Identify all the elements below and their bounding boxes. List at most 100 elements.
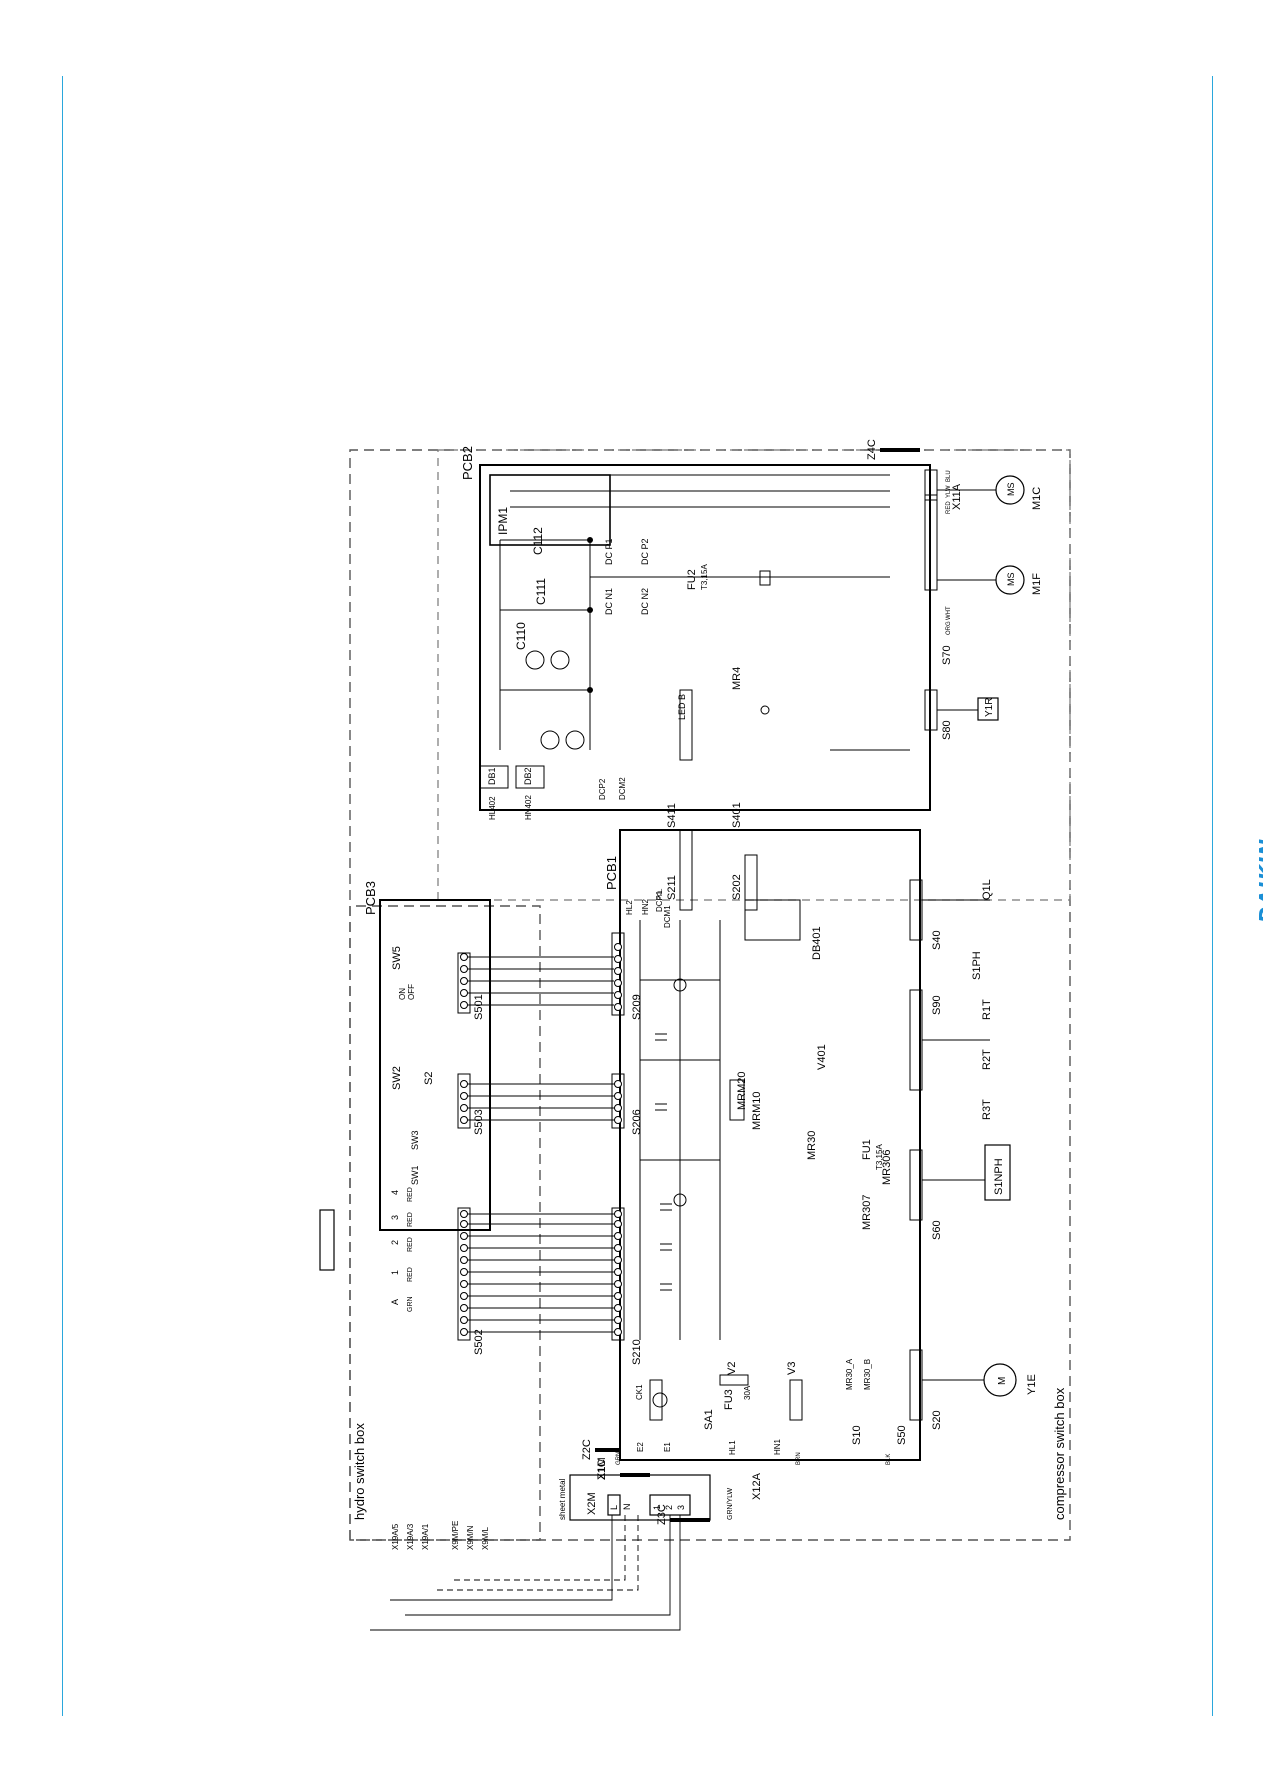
label-s501: S501 xyxy=(473,994,485,1020)
label-wire-blk: BLK xyxy=(886,1454,892,1465)
label-v401: V401 xyxy=(816,1044,828,1070)
label-db401: DB401 xyxy=(811,926,823,960)
label-mr30: MR30 xyxy=(806,1131,818,1160)
label-sw3: SW3 xyxy=(410,1130,420,1150)
label-mrm10: MRM10 xyxy=(751,1091,763,1130)
label-s20: S20 xyxy=(931,1410,943,1430)
label-x1m: X1M xyxy=(596,1457,608,1480)
label-x9mn: X9M/N xyxy=(466,1525,475,1550)
label-sw2: SW2 xyxy=(391,1066,403,1090)
label-hydro-switch-box: hydro switch box xyxy=(352,1423,367,1520)
label-s211: S211 xyxy=(666,875,678,900)
label-wire-blu: BLU xyxy=(946,470,952,482)
label-ipm1: IPM1 xyxy=(496,507,510,535)
label-hl1: HL1 xyxy=(728,1440,737,1455)
label-x2m-2: 2 xyxy=(664,1505,674,1510)
label-dc-p1: DC P1 xyxy=(604,538,614,565)
label-s80: S80 xyxy=(941,720,953,740)
label-pcb3: PCB3 xyxy=(363,881,378,915)
label-x2m-1: 1 xyxy=(652,1505,662,1510)
label-mr30b: MR30_B xyxy=(863,1359,872,1390)
label-db1: DB1 xyxy=(487,767,497,785)
label-led-a: A xyxy=(390,1299,400,1305)
label-led-3: 3 xyxy=(390,1215,400,1220)
label-hl2: HL2 xyxy=(625,900,634,915)
label-m1c: M1C xyxy=(1031,487,1043,510)
label-wire-grn: GRN xyxy=(616,1452,622,1465)
label-fu1: FU1 xyxy=(861,1139,873,1160)
label-c110: C110 xyxy=(514,622,528,650)
label-pcb1: PCB1 xyxy=(604,856,619,890)
label-s202: S202 xyxy=(731,874,743,900)
label-mrm20: MRM20 xyxy=(736,1071,748,1110)
label-s60: S60 xyxy=(931,1220,943,1240)
label-x19a3: X19A/3 xyxy=(406,1523,415,1550)
label-r3t: R3T xyxy=(981,1099,993,1120)
label-s90: S90 xyxy=(931,995,943,1015)
label-dcp2: DCP2 xyxy=(598,778,607,800)
label-x9ml: X9M/L xyxy=(481,1526,490,1550)
label-led-color-a: GRN xyxy=(407,1296,414,1312)
label-led-color-2: RED xyxy=(407,1237,414,1252)
label-r1t: R1T xyxy=(981,999,993,1020)
label-led-color-3: RED xyxy=(407,1212,414,1227)
label-fu3-rating: 30A xyxy=(743,1385,752,1400)
label-dcm1: DCM1 xyxy=(663,905,672,928)
label-v3: V3 xyxy=(786,1362,798,1375)
label-s503: S503 xyxy=(473,1109,485,1135)
label-wire-org: ORG xyxy=(946,621,952,635)
label-z1c: Z1C xyxy=(596,1459,608,1480)
label-y1e: Y1E xyxy=(1026,1374,1038,1395)
label-ms-m1f: MS xyxy=(1006,573,1016,587)
label-led-1: 1 xyxy=(390,1270,400,1275)
label-on: ON xyxy=(398,988,407,1000)
label-x1m-l: L xyxy=(609,1505,619,1510)
label-s502: S502 xyxy=(473,1329,485,1355)
label-sw1: SW1 xyxy=(410,1165,420,1185)
label-q1l: Q1L xyxy=(981,879,993,900)
label-s411: S411 xyxy=(666,803,678,828)
label-wire-red: RED xyxy=(946,501,952,514)
right-margin-line xyxy=(1212,76,1213,1716)
label-sw5: SW5 xyxy=(391,946,403,970)
label-wire-ppl: PPL xyxy=(658,888,664,900)
label-led-b: LED B xyxy=(677,694,687,720)
label-s10: S10 xyxy=(851,1425,863,1445)
label-m-y1e: M xyxy=(997,1377,1008,1385)
label-x9mpe: X9M/PE xyxy=(451,1521,460,1550)
label-wire-wht: WHT xyxy=(946,606,952,620)
label-dc-n2: DC N2 xyxy=(640,588,650,615)
label-led-color-1: RED xyxy=(407,1267,414,1282)
label-mr4: MR4 xyxy=(731,667,743,690)
label-pcb2: PCB2 xyxy=(460,446,475,480)
label-s70: S70 xyxy=(941,645,953,665)
label-s209: S209 xyxy=(631,994,643,1020)
label-dcp1: DCP1 xyxy=(655,890,664,912)
label-s401: S401 xyxy=(731,802,743,828)
label-ms-m1c: MS xyxy=(1006,483,1016,497)
label-z4c: Z4C xyxy=(866,439,878,460)
label-compressor-switch-box: compressor switch box xyxy=(1052,1387,1067,1520)
label-sa1: SA1 xyxy=(703,1409,715,1430)
left-margin-line xyxy=(62,76,63,1716)
label-mr306: MR306 xyxy=(881,1150,893,1185)
label-fu3: FU3 xyxy=(723,1389,735,1410)
label-led-4: 4 xyxy=(390,1190,400,1195)
label-off: OFF xyxy=(407,984,416,1000)
label-wire-ylw: YLW xyxy=(946,485,952,498)
label-c112: C112 xyxy=(531,527,545,555)
label-e2: E2 xyxy=(636,1442,645,1452)
label-hl402: HL402 xyxy=(488,796,497,820)
label-s40: S40 xyxy=(931,930,943,950)
label-s2: S2 xyxy=(423,1072,435,1085)
label-x2m: X2M xyxy=(586,1492,598,1515)
label-z3c: Z3C xyxy=(656,1504,668,1525)
label-c111: C111 xyxy=(534,578,548,605)
label-hn1: HN1 xyxy=(773,1438,782,1455)
label-x2m-3: 3 xyxy=(676,1505,686,1510)
label-s1ph: S1PH xyxy=(971,951,983,980)
label-ck1: CK1 xyxy=(635,1384,644,1400)
label-x11a: X11A xyxy=(951,483,963,510)
label-fu2-rating: T3,15A xyxy=(700,564,709,590)
